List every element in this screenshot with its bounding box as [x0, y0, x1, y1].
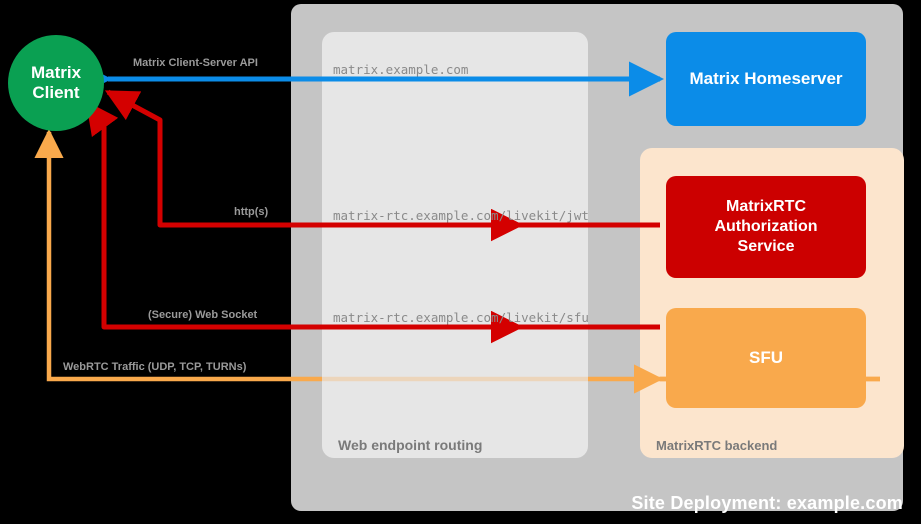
endpoint-livekit-jwt: matrix-rtc.example.com/livekit/jwt [333, 208, 589, 223]
matrix-homeserver-label: Matrix Homeserver [689, 69, 843, 88]
endpoint-matrix-example-com: matrix.example.com [333, 62, 469, 77]
flow-label-webrtc-traffic: WebRTC Traffic (UDP, TCP, TURNs) [63, 361, 247, 373]
sfu-label: SFU [749, 348, 783, 367]
flow-https [104, 89, 660, 242]
flow-label-secure-web-socket: (Secure) Web Socket [148, 309, 258, 321]
matrixrtc-backend-label: MatrixRTC backend [656, 438, 778, 453]
site-deployment-label: Site Deployment: example.com [631, 493, 903, 513]
flow-label-matrix-client-server-api: Matrix Client-Server API [133, 57, 258, 69]
flow-label-https: http(s) [234, 206, 269, 218]
node-matrix-homeserver[interactable]: Matrix Homeserver [666, 32, 866, 126]
endpoint-livekit-sfu: matrix-rtc.example.com/livekit/sfu [333, 310, 589, 325]
web-endpoint-routing-label: Web endpoint routing [338, 437, 483, 453]
node-sfu[interactable]: SFU [666, 308, 866, 408]
flow-secure-web-socket [85, 101, 660, 344]
